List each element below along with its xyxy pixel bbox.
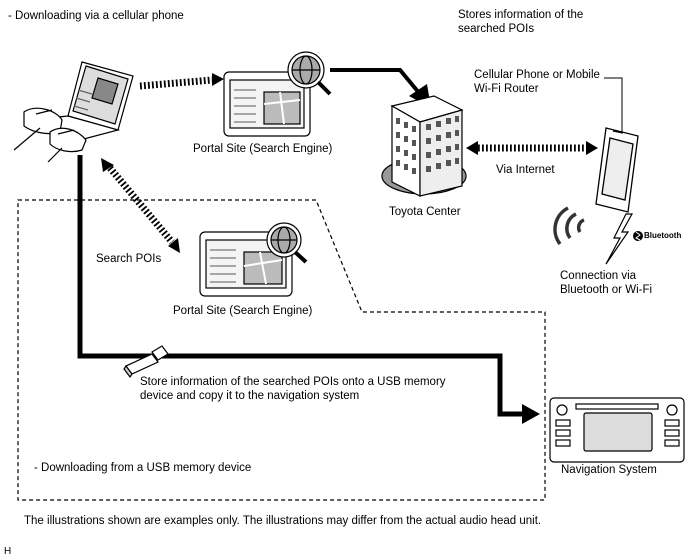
- store-info-label: Store information of the searched POIs o…: [140, 376, 446, 402]
- portal-to-center-line: [330, 68, 422, 96]
- wireless-link-center-phone: [466, 141, 598, 155]
- wifi-signal-icon: [553, 206, 585, 246]
- bluetooth-icon: [633, 231, 643, 241]
- toyota-center-building: [381, 95, 467, 197]
- usb-route-arrowhead: [522, 404, 540, 424]
- toyota-center-label: Toyota Center: [389, 206, 461, 218]
- footnote: The illustrations shown are examples onl…: [24, 515, 542, 527]
- navigation-system-label: Navigation System: [561, 464, 657, 476]
- portal-site-label-top: Portal Site (Search Engine): [193, 143, 333, 155]
- bluetooth-label: Bluetooth: [644, 231, 682, 240]
- laptop-illustration: [13, 61, 134, 163]
- wireless-link-laptop-portal-search: [101, 158, 180, 253]
- connection-label: Connection via Bluetooth or Wi-Fi: [560, 270, 653, 296]
- wireless-link-laptop-portal: [139, 73, 224, 90]
- portal-tablet-top: [223, 71, 311, 137]
- portal-site-label-bottom: Portal Site (Search Engine): [173, 305, 313, 317]
- corner-code: H: [4, 546, 12, 557]
- cellular-download-heading: - Downloading via a cellular phone: [8, 10, 184, 22]
- usb-download-heading: - Downloading from a USB memory device: [34, 462, 252, 474]
- phone-leader-line: [604, 77, 623, 140]
- navigation-system-illustration: [549, 397, 685, 463]
- cellular-phone-label: Cellular Phone or Mobile Wi-Fi Router: [474, 69, 600, 95]
- search-pois-label: Search POIs: [96, 253, 162, 265]
- globe-search-icon-bottom: [266, 222, 308, 264]
- via-internet-label: Via Internet: [496, 164, 555, 176]
- stores-info-label: Stores information of the searched POIs: [458, 9, 584, 35]
- lightning-bolt-icon: [605, 213, 634, 265]
- usb-download-boundary: [17, 199, 546, 501]
- globe-search-icon-top: [287, 51, 332, 96]
- usb-memory-stick-illustration: [123, 345, 169, 379]
- cellular-phone-illustration: [595, 127, 639, 213]
- usb-route-line: [77, 155, 525, 417]
